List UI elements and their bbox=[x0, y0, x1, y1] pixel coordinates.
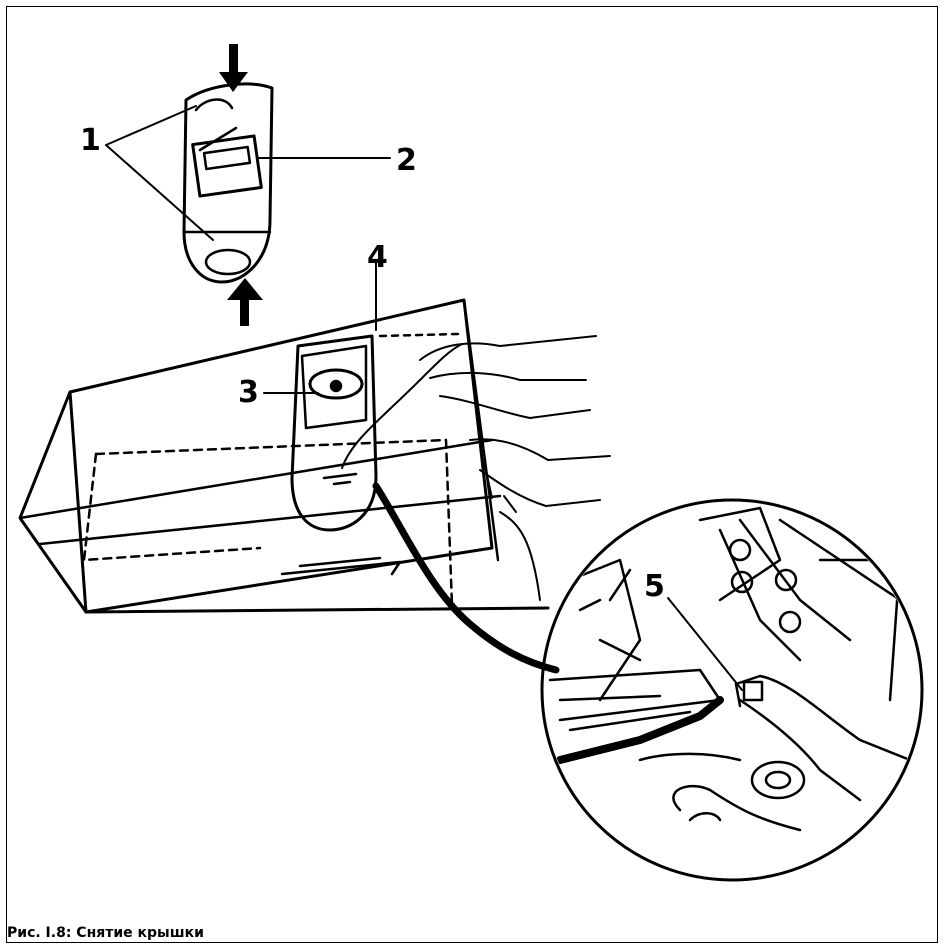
detail-magnifier bbox=[540, 498, 924, 882]
boiler-body bbox=[18, 298, 550, 614]
callout-1: 1 bbox=[80, 123, 101, 158]
callout-4: 4 bbox=[367, 240, 388, 275]
callout-3: 3 bbox=[238, 375, 259, 410]
cable bbox=[341, 343, 560, 674]
push-arrows bbox=[219, 44, 263, 326]
leader-lines bbox=[105, 105, 743, 691]
figure-caption: Рис. I.8: Снятие крышки bbox=[7, 925, 204, 941]
callout-2: 2 bbox=[396, 143, 417, 178]
callout-labels: 1 2 3 4 5 bbox=[80, 123, 665, 604]
detached-cover bbox=[182, 82, 274, 284]
hand bbox=[419, 335, 611, 601]
callout-5: 5 bbox=[644, 569, 665, 604]
